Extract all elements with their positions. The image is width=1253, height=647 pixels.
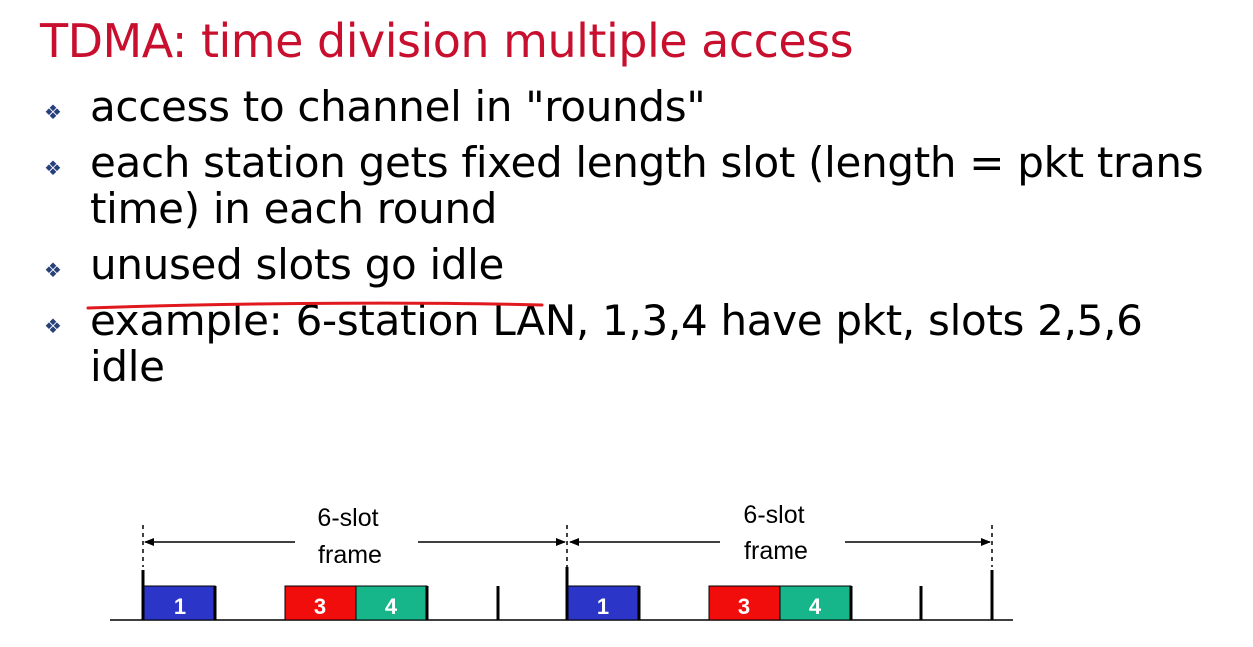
four-point-diamond-icon: ❖ — [44, 314, 62, 338]
slot-label: 3 — [738, 594, 750, 619]
frame-label-line1: 6-slot — [317, 504, 378, 532]
frame-label-line2: frame — [318, 541, 382, 569]
bullet-item: ❖ unused slots go idle — [44, 242, 1224, 288]
slot-1-packet — [143, 585, 216, 621]
slide-title: TDMA: time division multiple access — [40, 14, 854, 68]
bullet-text: each station gets fixed length slot (len… — [90, 138, 1204, 233]
slot-label: 1 — [597, 594, 609, 619]
handwritten-underline — [86, 301, 544, 310]
slot-label: 4 — [809, 594, 822, 619]
frame-label-line1: 6-slot — [743, 501, 804, 529]
bullet-item: ❖ access to channel in "rounds" — [44, 84, 1224, 130]
slot-3-packet — [284, 585, 357, 621]
tdma-slot-diagram: 6-slot frame 6-slot frame 1 3 4 1 3 4 — [110, 501, 1013, 621]
bullet-text: unused slots go idle — [90, 240, 505, 289]
slot-1-packet — [567, 585, 640, 621]
bullet-text: access to channel in "rounds" — [90, 82, 706, 131]
bullet-list: ❖ access to channel in "rounds" ❖ each s… — [44, 84, 1224, 400]
slot-label: 1 — [174, 594, 186, 619]
frame-label-line2: frame — [744, 537, 808, 565]
slot-4-packet — [355, 585, 428, 621]
four-point-diamond-icon: ❖ — [44, 258, 62, 282]
four-point-diamond-icon: ❖ — [44, 156, 62, 180]
slot-label: 4 — [385, 594, 398, 619]
four-point-diamond-icon: ❖ — [44, 100, 62, 124]
slot-label: 3 — [314, 594, 326, 619]
slot-3-packet — [708, 585, 781, 621]
bullet-item: ❖ each station gets fixed length slot (l… — [44, 140, 1224, 232]
